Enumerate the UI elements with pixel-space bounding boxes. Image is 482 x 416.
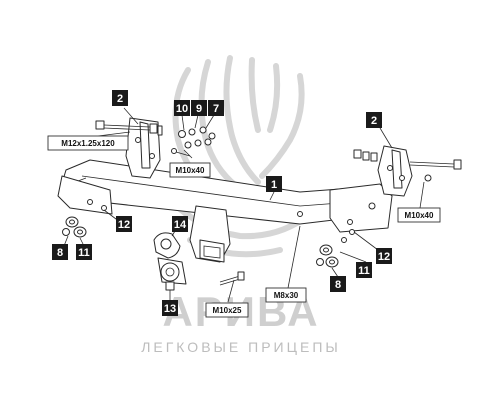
long-bolt-left — [95, 120, 163, 136]
svg-text:9: 9 — [196, 103, 202, 115]
right-bracket — [377, 145, 413, 197]
svg-text:8: 8 — [335, 279, 341, 291]
svg-text:M10x25: M10x25 — [213, 306, 242, 315]
svg-text:M10x40: M10x40 — [176, 166, 205, 175]
callout-13: 13 — [162, 300, 178, 316]
fasteners-right-bottom — [316, 229, 355, 268]
label-m10x25: M10x25 — [205, 302, 249, 318]
svg-text:M12x1.25x120: M12x1.25x120 — [61, 139, 115, 148]
watermark-subtitle: ЛЕГКОВЫЕ ПРИЦЕПЫ — [141, 339, 341, 355]
fasteners-left-bottom — [62, 205, 107, 238]
callout-11-right: 11 — [356, 262, 372, 278]
ball-mount — [153, 232, 187, 291]
svg-text:11: 11 — [78, 247, 90, 259]
receiver-tube — [189, 205, 231, 263]
label-m8x30: M8x30 — [265, 287, 307, 303]
svg-text:1: 1 — [271, 179, 277, 191]
callout-8-left: 8 — [52, 244, 68, 260]
bolt-m10x25 — [219, 271, 245, 286]
svg-text:11: 11 — [358, 265, 370, 277]
svg-text:14: 14 — [174, 219, 187, 231]
label-m10x40-left: M10x40 — [169, 162, 211, 178]
callout-9: 9 — [191, 100, 207, 116]
callout-14: 14 — [172, 216, 188, 232]
svg-text:12: 12 — [378, 251, 390, 263]
svg-text:10: 10 — [176, 103, 188, 115]
callout-12-right: 12 — [376, 248, 392, 264]
svg-text:2: 2 — [117, 93, 123, 105]
label-m12x1-25x120: M12x1.25x120 — [47, 135, 129, 151]
callout-8-right: 8 — [330, 276, 346, 292]
svg-text:12: 12 — [118, 219, 130, 231]
svg-text:M8x30: M8x30 — [274, 291, 299, 300]
callout-7: 7 — [208, 100, 224, 116]
fasteners-top-left — [171, 126, 216, 157]
svg-text:2: 2 — [371, 115, 377, 127]
label-m10x40-right: M10x40 — [397, 207, 441, 223]
callout-2-right: 2 — [366, 112, 382, 128]
svg-text:8: 8 — [57, 247, 63, 259]
watermark-logo-icon — [167, 55, 313, 258]
callout-2-left: 2 — [112, 90, 128, 106]
svg-text:M10x40: M10x40 — [405, 211, 434, 220]
callout-12-left: 12 — [116, 216, 132, 232]
svg-text:7: 7 — [213, 103, 219, 115]
svg-text:13: 13 — [164, 303, 176, 315]
long-bolt-right — [353, 149, 462, 182]
callout-10: 10 — [174, 100, 190, 116]
callout-1: 1 — [266, 176, 282, 192]
callout-11-left: 11 — [76, 244, 92, 260]
